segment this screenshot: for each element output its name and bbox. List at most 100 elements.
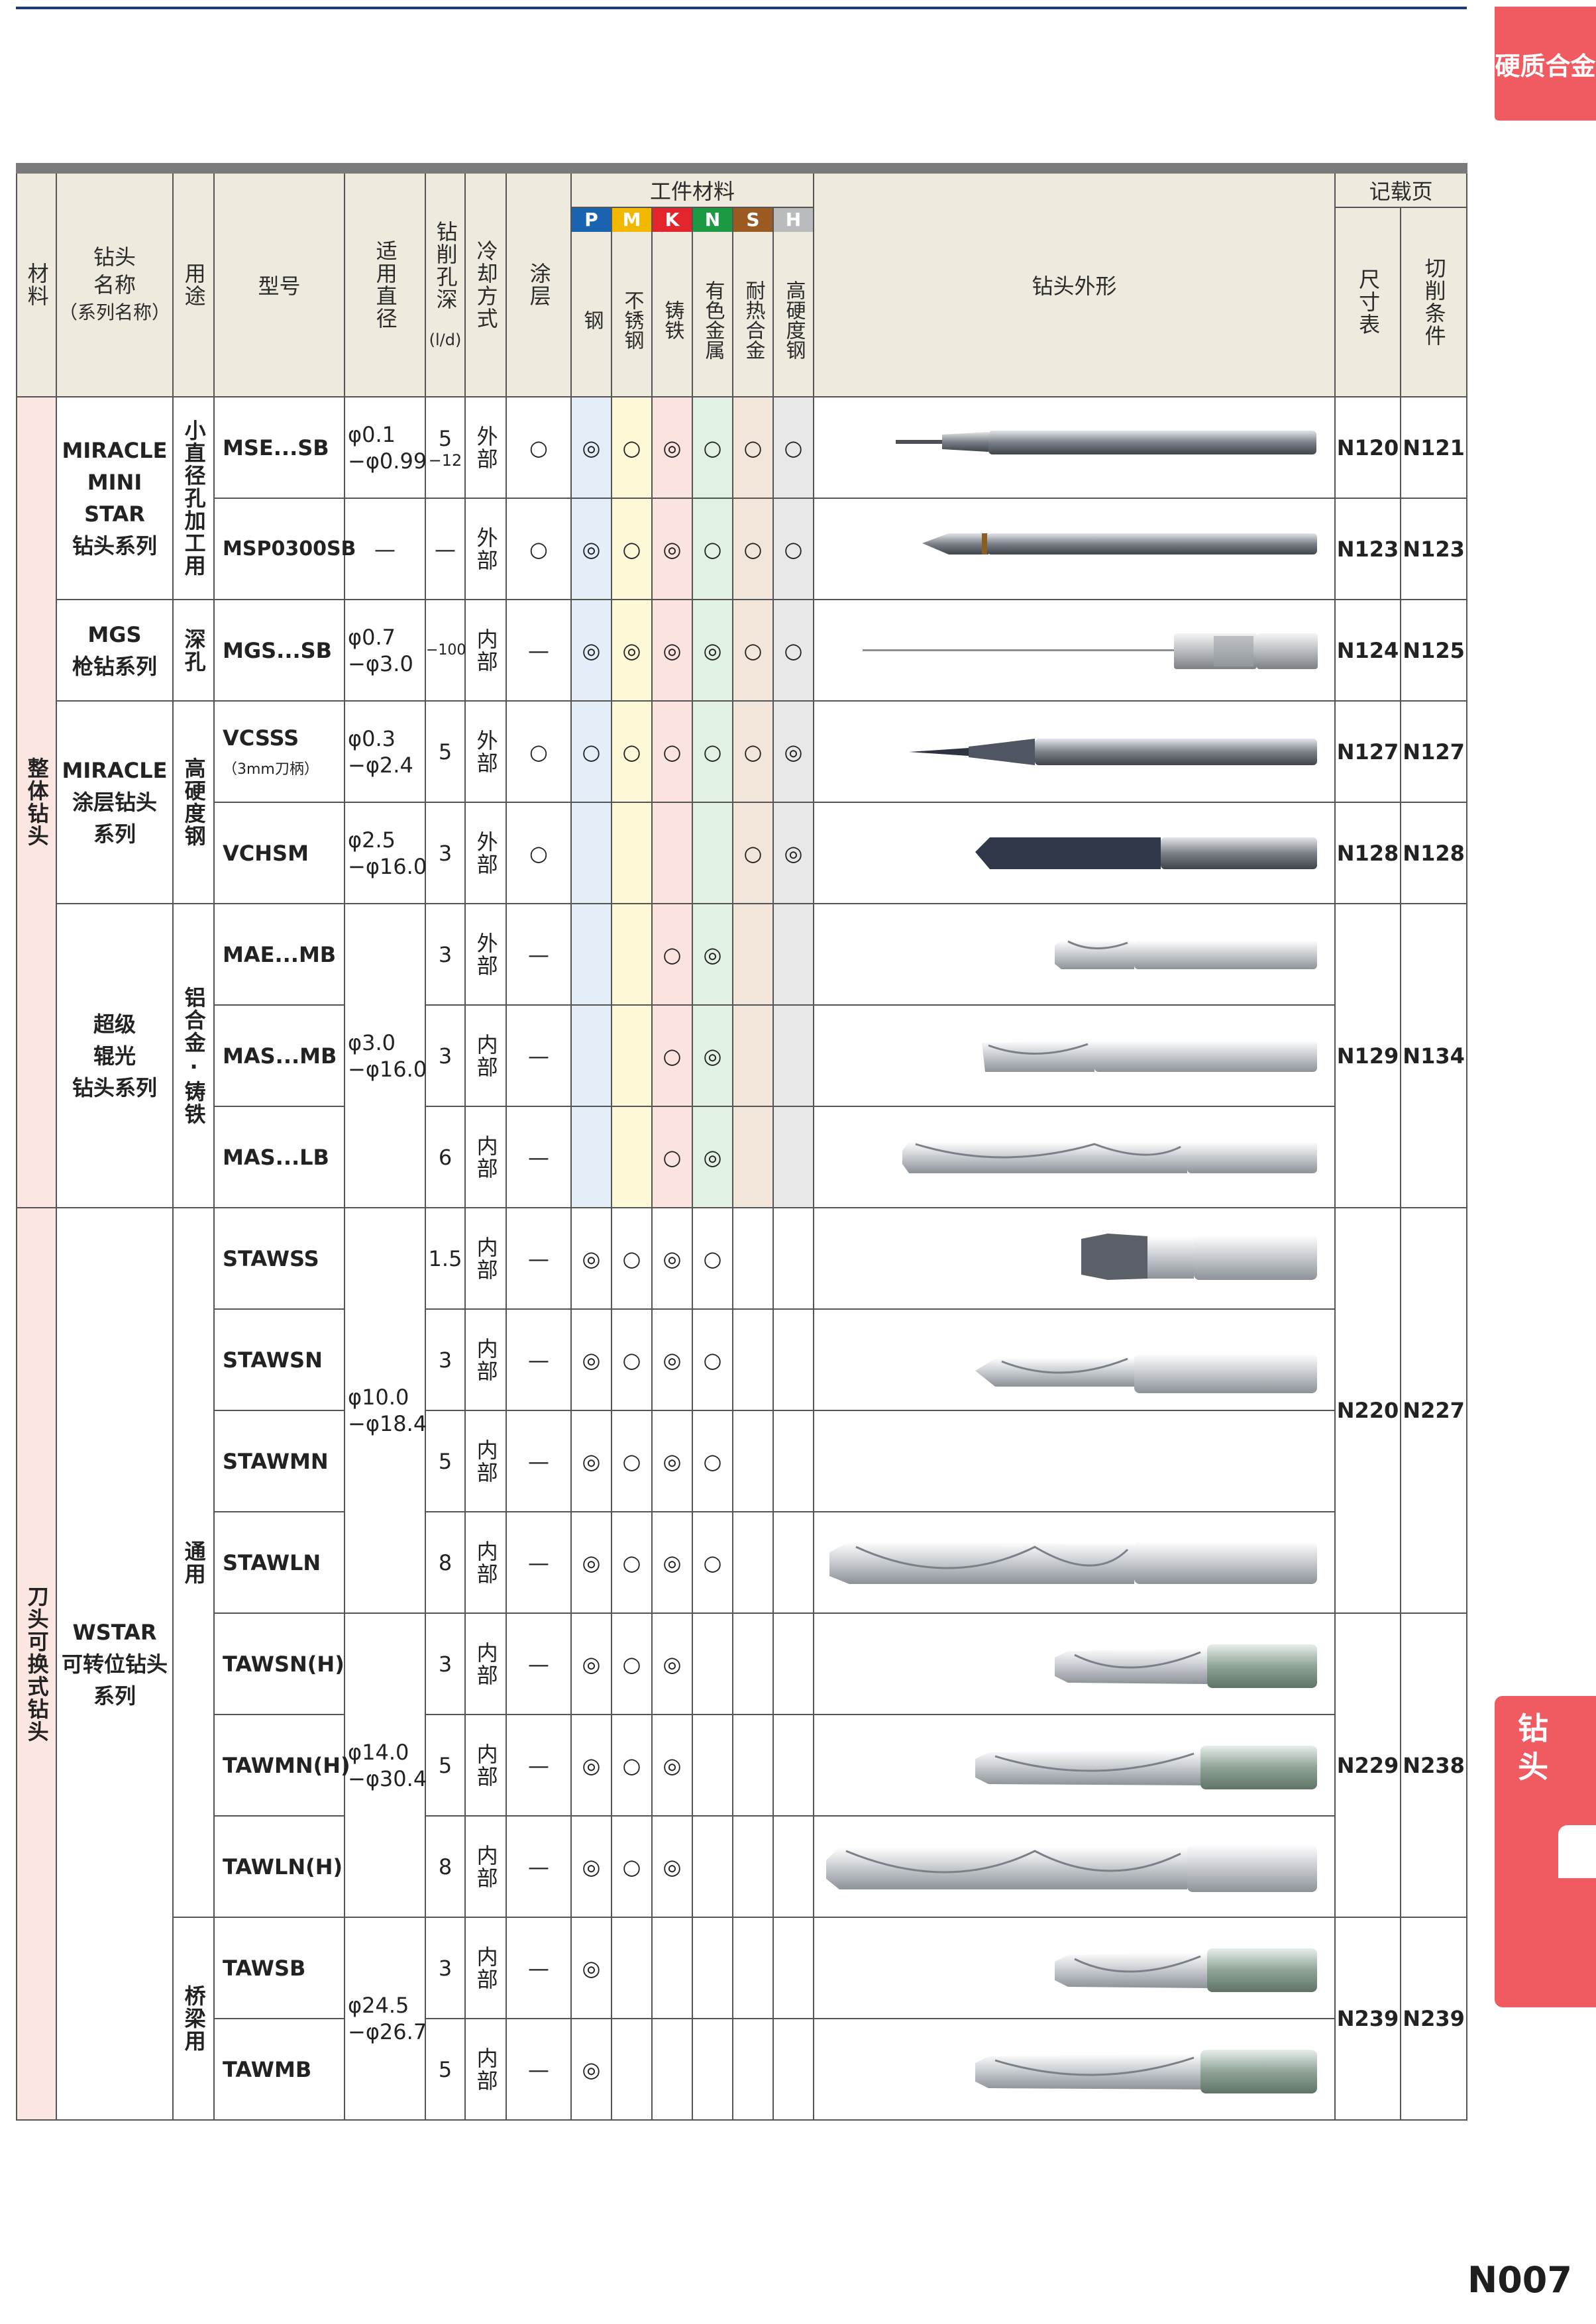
rating-S xyxy=(732,1207,774,1310)
coolant-cell: 内部 xyxy=(464,1815,507,1918)
rating-P: ◎ xyxy=(570,2018,612,2121)
ref-cut-page[interactable]: N128 xyxy=(1399,802,1468,904)
table-row[interactable]: STAWSN 3 内部 — ◎ ○ ◎ ○ xyxy=(17,1308,1467,1411)
tab-notch xyxy=(1558,1825,1596,1878)
rating-M: ○ xyxy=(611,1815,653,1918)
rating-K: ○ xyxy=(651,903,693,1006)
rating-M: ○ xyxy=(611,1612,653,1715)
coating-cell: ○ xyxy=(505,700,572,803)
table-row[interactable]: TAWMB 5 内部 — ◎ xyxy=(17,2018,1467,2121)
ref-size-page[interactable]: N124 xyxy=(1334,599,1401,702)
diameter-cell: φ0.7−φ3.0 xyxy=(344,599,426,702)
ref-size-page[interactable]: N229 xyxy=(1334,1612,1401,1918)
drill-image xyxy=(813,498,1336,600)
drill-image xyxy=(813,1004,1336,1107)
diameter-cell: φ3.0−φ16.0 xyxy=(344,903,427,1208)
coating-cell: — xyxy=(505,1106,572,1208)
diameter-cell: — xyxy=(344,498,426,600)
rating-N xyxy=(692,1714,733,1817)
rating-K xyxy=(651,802,693,904)
header-drill-shape: 钻头外形 xyxy=(813,172,1336,397)
table-row[interactable]: 超级辊光钻头系列 铝合金·铸铁 MAE...MB φ3.0−φ16.0 3 外部… xyxy=(17,903,1468,1208)
table-row[interactable]: MAS...LB 6 内部 — ○ ◎ xyxy=(17,1106,1467,1208)
ref-size-page[interactable]: N120 xyxy=(1334,396,1401,499)
section-tab-label: 钻头 xyxy=(1518,1711,1548,1785)
depth-cell: 3 xyxy=(425,1612,466,1715)
table-row[interactable]: 桥梁用 TAWSB φ24.5−φ26.7 3 内部 — ◎ N239 N239 xyxy=(17,1917,1468,2121)
ref-cut-page[interactable]: N239 xyxy=(1399,1917,1468,2121)
table-row[interactable]: VCHSM φ2.5−φ16.0 3 外部 ○ ○ ◎ N128 N128 xyxy=(17,802,1468,904)
coolant-cell: 外部 xyxy=(464,498,507,600)
drill-image xyxy=(813,1511,1336,1614)
model-cell: TAWMB xyxy=(213,2018,345,2121)
depth-cell: 5 xyxy=(425,1410,466,1512)
diameter-cell: φ14.0−φ30.4 xyxy=(344,1612,427,1918)
ref-size-page[interactable]: N220 xyxy=(1334,1207,1401,1614)
diameter-cell: φ24.5−φ26.7 xyxy=(344,1917,427,2121)
rating-M xyxy=(611,903,653,1006)
rating-P xyxy=(570,802,612,904)
ref-size-page[interactable]: N127 xyxy=(1334,700,1401,803)
ref-cut-page[interactable]: N127 xyxy=(1399,700,1468,803)
ref-size-page[interactable]: N123 xyxy=(1334,498,1401,600)
table-row[interactable]: MAS...MB 3 内部 — ○ ◎ xyxy=(17,1004,1467,1107)
ref-size-page[interactable]: N128 xyxy=(1334,802,1401,904)
drill-image xyxy=(813,1714,1336,1817)
rating-M: ○ xyxy=(611,1511,653,1614)
model-cell: STAWLN xyxy=(213,1511,345,1614)
table-row[interactable]: TAWLN(H) 8 内部 — ◎ ○ ◎ xyxy=(17,1815,1467,1918)
table-row[interactable]: TAWSN(H) φ14.0−φ30.4 3 内部 — ◎ ○ ◎ N229 N… xyxy=(17,1612,1468,1918)
rating-H xyxy=(772,1815,814,1918)
header-diameter: 适用直径 xyxy=(344,172,426,397)
rating-P: ◎ xyxy=(570,1612,612,1715)
ref-cut-page[interactable]: N238 xyxy=(1399,1612,1468,1918)
ref-size-page[interactable]: N129 xyxy=(1334,903,1401,1208)
coating-cell: — xyxy=(505,1004,572,1107)
model-cell: MSP0300SB xyxy=(213,498,356,600)
table-row[interactable]: MSP0300SB — — 外部 ○ ◎ ○ ◎ ○ ○ ○ N123 N123 xyxy=(17,498,1468,600)
rating-S xyxy=(732,903,774,1006)
ref-cut-page[interactable]: N121 xyxy=(1399,396,1468,499)
coating-cell: — xyxy=(505,1612,572,1715)
rating-S xyxy=(732,1004,774,1107)
rating-H: ○ xyxy=(772,498,814,600)
rating-S: ○ xyxy=(732,396,774,499)
rating-P: ◎ xyxy=(570,1308,612,1411)
ref-cut-page[interactable]: N227 xyxy=(1399,1207,1468,1614)
diameter-cell: φ0.1−φ0.99 xyxy=(344,396,427,499)
rating-K xyxy=(651,1917,693,2019)
rating-M: ○ xyxy=(611,1410,653,1512)
rating-H xyxy=(772,2018,814,2121)
page-number: N007 xyxy=(1467,2259,1572,2301)
model-cell: VCHSM xyxy=(213,802,345,904)
rating-P: ◎ xyxy=(570,1714,612,1817)
drill-image xyxy=(813,599,1336,702)
depth-cell: −100 xyxy=(425,599,466,702)
table-row[interactable]: TAWMN(H) 5 内部 — ◎ ○ ◎ xyxy=(17,1714,1467,1817)
coating-cell: — xyxy=(505,1410,572,1512)
coating-cell: — xyxy=(505,1714,572,1817)
ref-cut-page[interactable]: N134 xyxy=(1399,903,1468,1208)
coolant-cell: 内部 xyxy=(464,1004,507,1107)
rating-H: ○ xyxy=(772,396,814,499)
rating-N: ◎ xyxy=(692,599,733,702)
section-tab-drills[interactable]: 钻头 xyxy=(1495,1696,1596,2007)
ref-size-page[interactable]: N239 xyxy=(1334,1917,1401,2121)
rating-K: ◎ xyxy=(651,1714,693,1817)
rating-P xyxy=(570,903,612,1006)
rating-P: ◎ xyxy=(570,1815,612,1918)
table-row[interactable]: STAWMN 5 内部 — ◎ ○ ◎ ○ xyxy=(17,1410,1467,1512)
category-tab-carbide[interactable]: 硬质合金 xyxy=(1495,7,1596,121)
ref-cut-page[interactable]: N123 xyxy=(1399,498,1468,600)
table-row[interactable]: STAWLN 8 内部 — ◎ ○ ◎ ○ xyxy=(17,1511,1467,1614)
ref-cut-page[interactable]: N125 xyxy=(1399,599,1468,702)
